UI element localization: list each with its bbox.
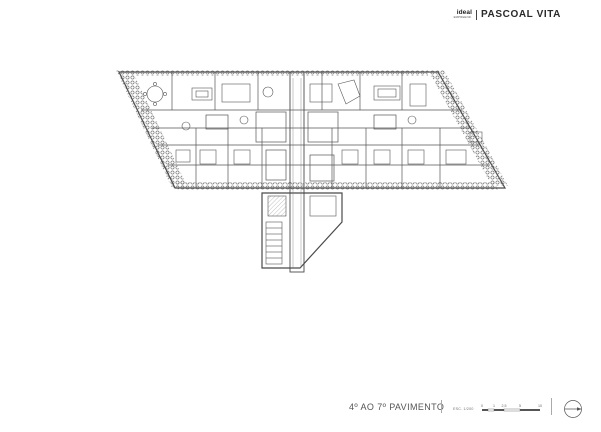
north-arrow-icon [564,400,582,418]
project-name: PASCOAL VITA [481,9,561,20]
scale-tick: 0 [481,404,483,408]
bath-1 [175,149,191,163]
divider [551,398,552,415]
ideal-logo: ideal EMPREEND. [453,8,473,20]
scale-segment [482,409,488,411]
bed-2 [233,149,251,165]
brand-separator [476,9,478,20]
bath-2 [469,131,483,143]
bed-6 [445,149,467,165]
stair-core [265,195,337,265]
scale-tick: 2,5 [502,404,507,408]
ideal-wordmark: ideal [456,8,473,16]
bed-3 [341,149,359,165]
scale-tick: 10 [538,404,542,408]
armchair-left [239,115,249,125]
core-wedge [261,192,343,269]
central-shaft [289,71,305,273]
scale-segment [494,409,504,411]
planting-strips [116,70,508,190]
scale-segment [520,409,540,411]
dining-right [337,79,361,105]
scale-tick: 5 [519,404,521,408]
scale-label: ESC. 1/200 [453,407,474,411]
scale-segment [487,408,495,412]
sofa-right [373,85,401,101]
furniture [143,79,483,165]
planting-top [132,70,428,76]
kitchen-right [309,83,333,103]
floor-title: 4º AO 7º PAVIMENTO [349,402,445,412]
interior-walls [141,72,490,188]
planting-bottom [176,182,498,190]
bed-1 [199,149,217,165]
shaft-detail [292,78,302,268]
bed-5 [407,149,425,165]
scale-segment [503,408,521,412]
brand-header: ideal EMPREEND. PASCOAL VITA [454,9,561,20]
graphic-scale: 0 1 2,5 5 10 [481,404,542,412]
ideal-subtext: EMPREEND. [453,15,473,20]
planting-left [116,70,188,188]
sofa-left [191,87,213,101]
divider [441,400,442,413]
bed-4 [373,149,391,165]
scale-tick: 1 [493,404,495,408]
dining-table-left [146,85,164,103]
kitchen-left [221,83,251,103]
